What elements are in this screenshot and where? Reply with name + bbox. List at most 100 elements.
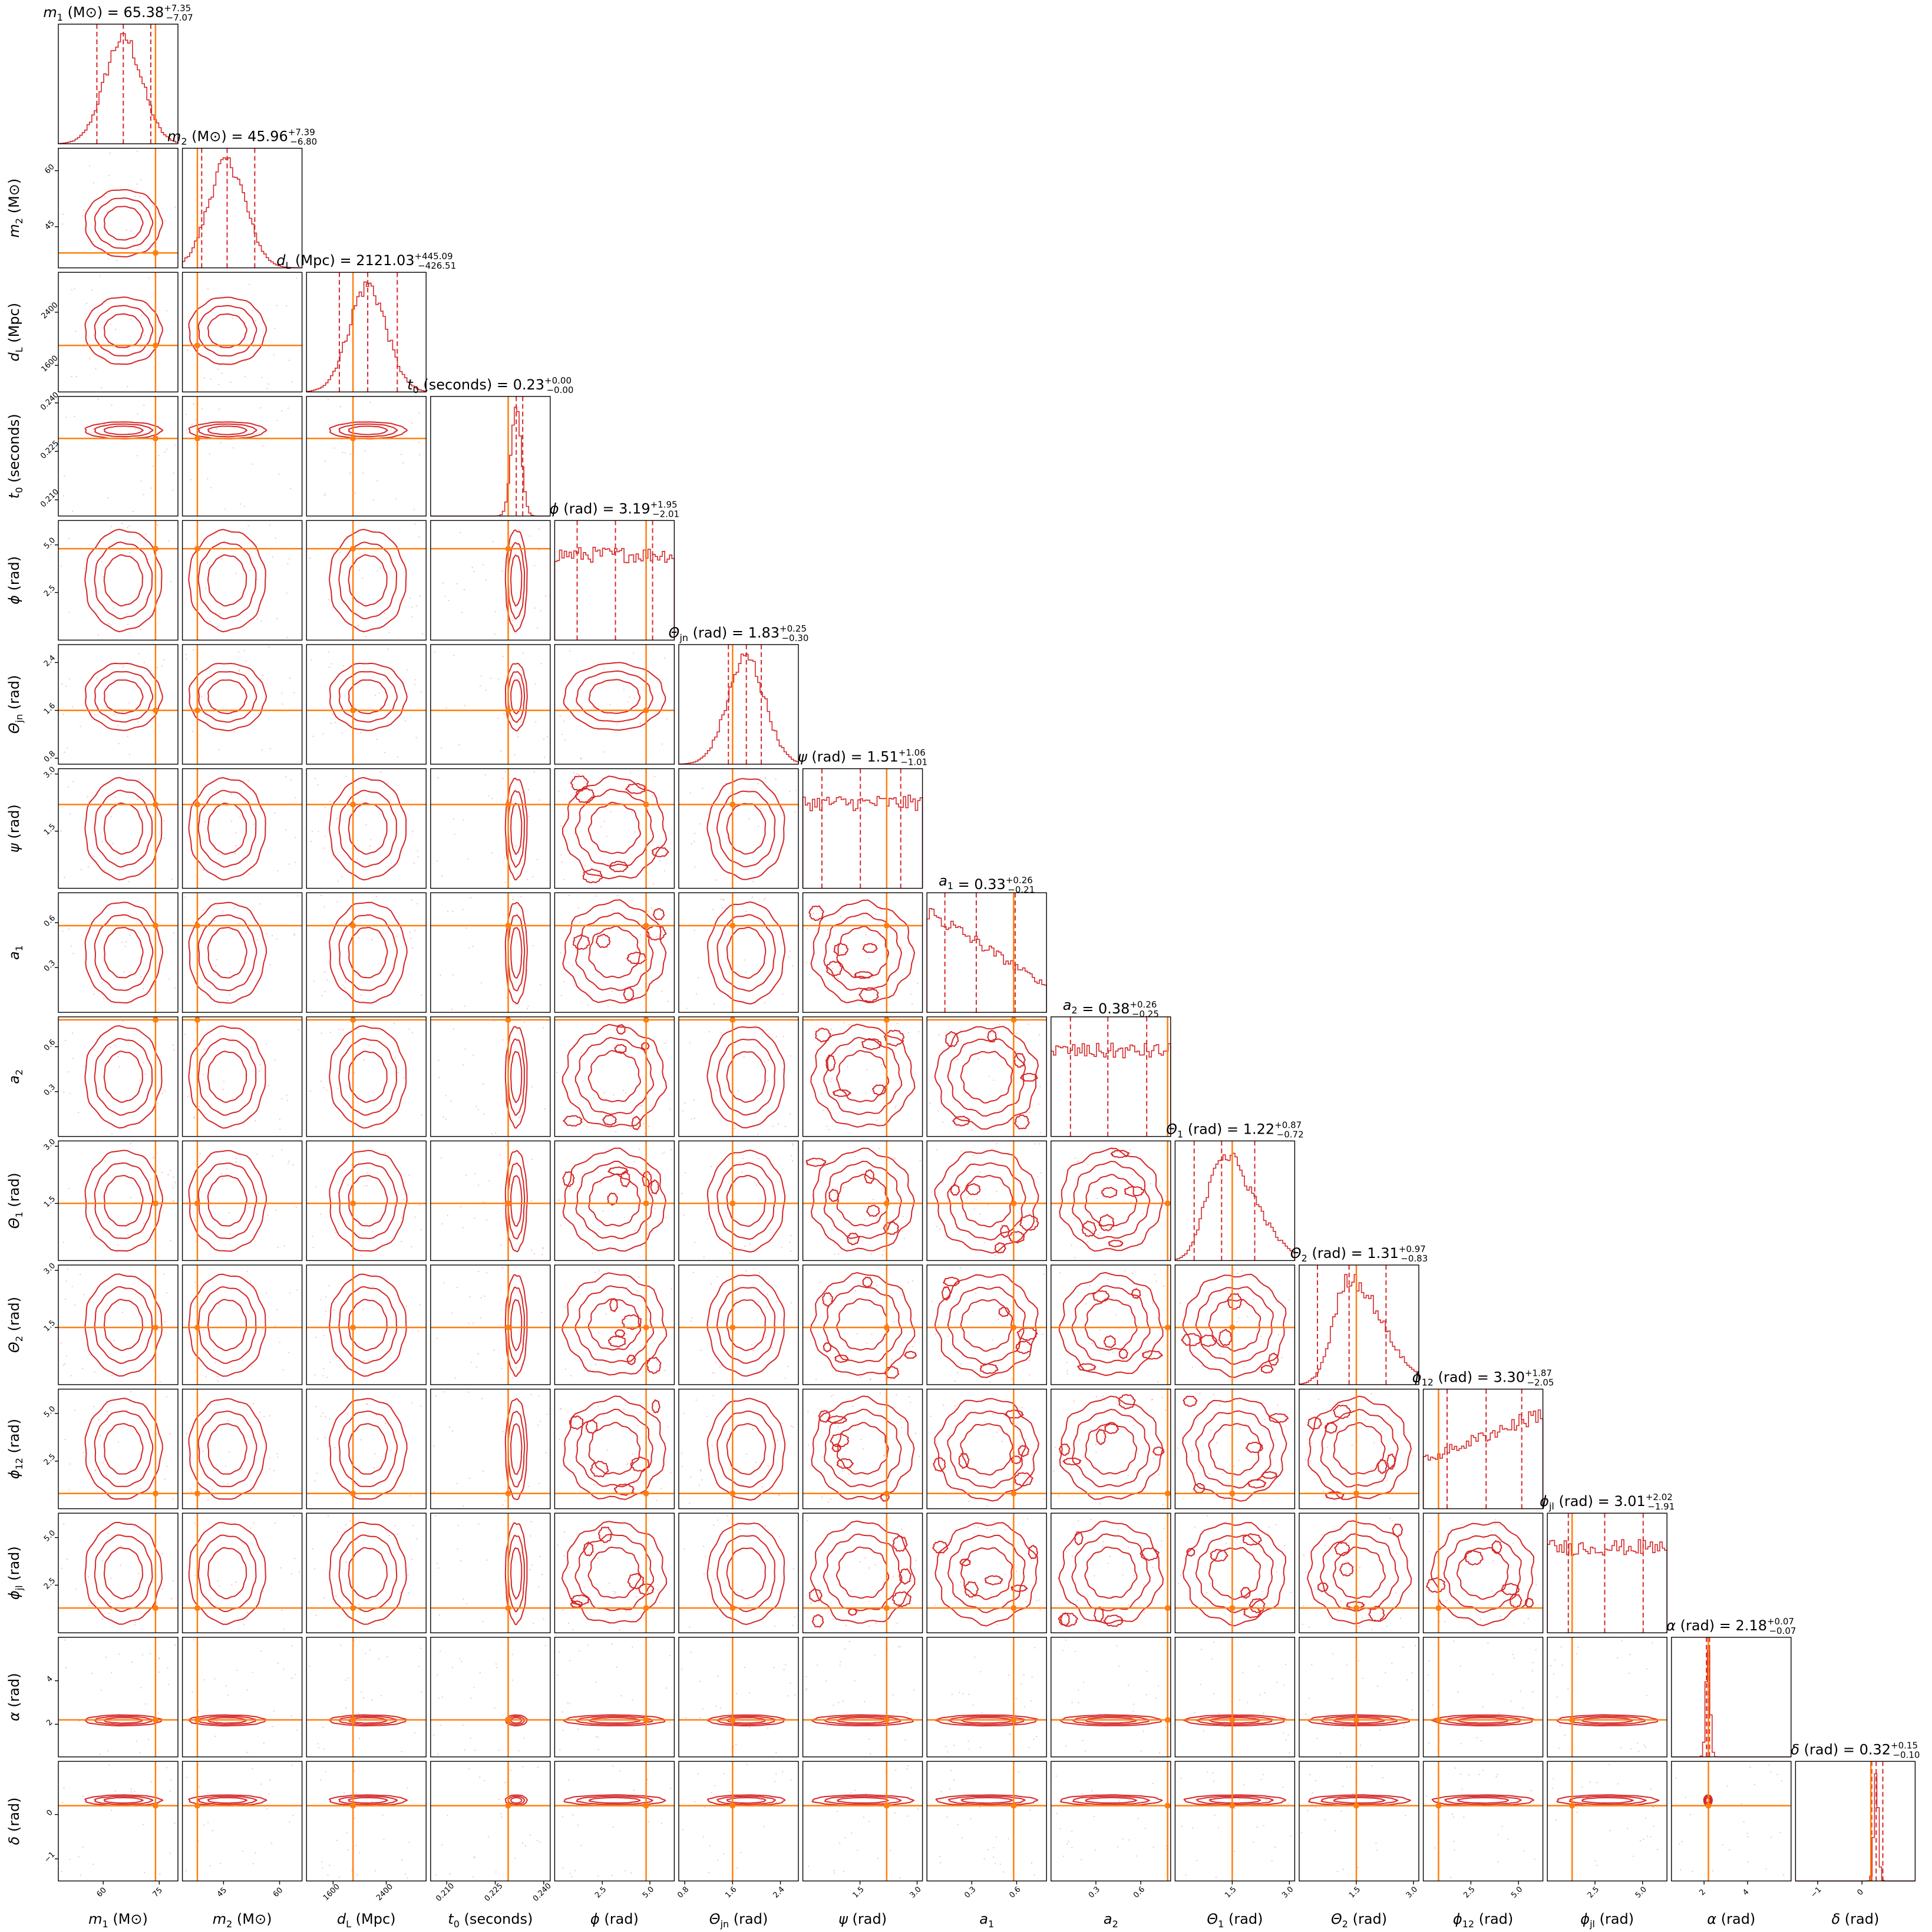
histogram-phi12: ϕ12 (rad) = 3.30+1.87−2.05 xyxy=(1412,1368,1554,1510)
sample-point xyxy=(1021,1406,1023,1409)
contour-level xyxy=(207,679,247,715)
x-tick-label: 2.4 xyxy=(771,1885,786,1900)
sample-point xyxy=(108,623,110,625)
sample-point xyxy=(606,1449,608,1451)
x-tick-label: 2 xyxy=(1697,1888,1707,1897)
sample-point xyxy=(1004,1574,1006,1576)
sample-point xyxy=(468,947,470,949)
contour-theta1-phi12 xyxy=(1174,1388,1296,1510)
sample-point xyxy=(318,1747,320,1749)
sample-point xyxy=(1091,1342,1094,1345)
sample-point xyxy=(1137,1818,1139,1819)
panel-frame xyxy=(58,1761,179,1882)
y-tick-label: 1.5 xyxy=(42,823,57,837)
sample-point xyxy=(702,1545,705,1547)
sample-point xyxy=(475,1105,477,1107)
sample-point xyxy=(1082,1720,1084,1722)
contour-island xyxy=(862,1276,873,1288)
sample-point xyxy=(365,1403,367,1405)
contour-psi-phi12 xyxy=(802,1388,923,1510)
sample-point xyxy=(1198,1465,1201,1467)
sample-point xyxy=(1065,1639,1067,1641)
contour-level xyxy=(1306,1520,1412,1624)
x-axis-label-alpha: α (rad) xyxy=(1707,1911,1755,1927)
panel-frame xyxy=(926,1140,1047,1261)
contour-island xyxy=(1131,1288,1141,1299)
sample-point xyxy=(280,1567,282,1569)
contour-island xyxy=(1142,1350,1164,1360)
contour-level xyxy=(504,901,528,1005)
sample-point xyxy=(1239,1799,1240,1801)
contour-level xyxy=(716,1410,776,1488)
sample-point xyxy=(622,1089,625,1091)
sample-point xyxy=(979,1171,981,1173)
sample-point xyxy=(345,775,347,777)
sample-point xyxy=(372,1091,374,1094)
contour-island xyxy=(1339,1562,1354,1577)
sample-point xyxy=(833,1243,835,1245)
panel-frame xyxy=(58,768,179,889)
sample-point xyxy=(1130,1464,1132,1467)
sample-point xyxy=(968,1693,970,1695)
sample-point xyxy=(511,1377,513,1379)
sample-point xyxy=(568,1779,570,1781)
sample-point xyxy=(143,1871,146,1874)
sample-point xyxy=(421,633,424,635)
sample-point xyxy=(337,1531,339,1533)
sample-point xyxy=(101,982,103,984)
sample-point xyxy=(359,1852,361,1854)
sample-point xyxy=(881,1254,883,1256)
sample-point xyxy=(511,1221,513,1223)
sample-point xyxy=(454,833,455,835)
contour-a1-phijl xyxy=(926,1512,1047,1633)
panel-frame xyxy=(1547,1761,1667,1882)
panel-frame xyxy=(430,520,551,641)
sample-point xyxy=(397,756,399,758)
sample-point xyxy=(691,1317,693,1319)
sample-point xyxy=(1501,1825,1503,1828)
sample-point xyxy=(953,1745,955,1746)
sample-point xyxy=(134,1624,136,1626)
sample-point xyxy=(96,678,98,679)
sample-point xyxy=(209,453,210,455)
sample-point xyxy=(490,678,492,679)
sample-point xyxy=(203,377,206,379)
contour-island xyxy=(1008,1231,1025,1244)
panel-frame xyxy=(306,1512,427,1633)
contour-island xyxy=(964,1581,979,1598)
sample-point xyxy=(339,1644,342,1646)
sample-point xyxy=(915,1559,917,1561)
sample-point xyxy=(656,1360,658,1362)
sample-point xyxy=(574,833,576,835)
sample-point xyxy=(1084,1750,1086,1752)
contour-island xyxy=(1058,1444,1071,1456)
contour-level xyxy=(94,423,154,438)
sample-point xyxy=(848,1474,850,1475)
title-m2: m2 (M⊙) = 45.96+7.39−6.80 xyxy=(167,127,317,147)
contour-level xyxy=(348,802,388,855)
sample-point xyxy=(568,894,570,896)
sample-point xyxy=(414,683,415,685)
sample-point xyxy=(371,1699,373,1701)
sample-point xyxy=(265,1292,267,1294)
truth-marker xyxy=(152,1490,158,1497)
sample-point xyxy=(62,1802,64,1804)
sample-point xyxy=(993,1521,995,1523)
sample-point xyxy=(716,1276,718,1278)
sample-point xyxy=(974,1525,976,1527)
sample-point xyxy=(693,1117,695,1119)
sample-point xyxy=(741,1589,743,1591)
sample-point xyxy=(138,969,140,971)
sample-point xyxy=(349,1520,351,1522)
sample-point xyxy=(229,971,231,973)
sample-point xyxy=(830,1028,833,1031)
sample-point xyxy=(1142,1213,1144,1214)
contour-island xyxy=(630,1456,650,1472)
y-tick-label: 2.5 xyxy=(42,1452,57,1467)
contour-island xyxy=(866,1204,880,1217)
sample-point xyxy=(71,1286,73,1287)
truth-marker xyxy=(1435,1605,1442,1611)
truth-marker xyxy=(1164,1717,1171,1723)
sample-point xyxy=(1652,1642,1653,1644)
